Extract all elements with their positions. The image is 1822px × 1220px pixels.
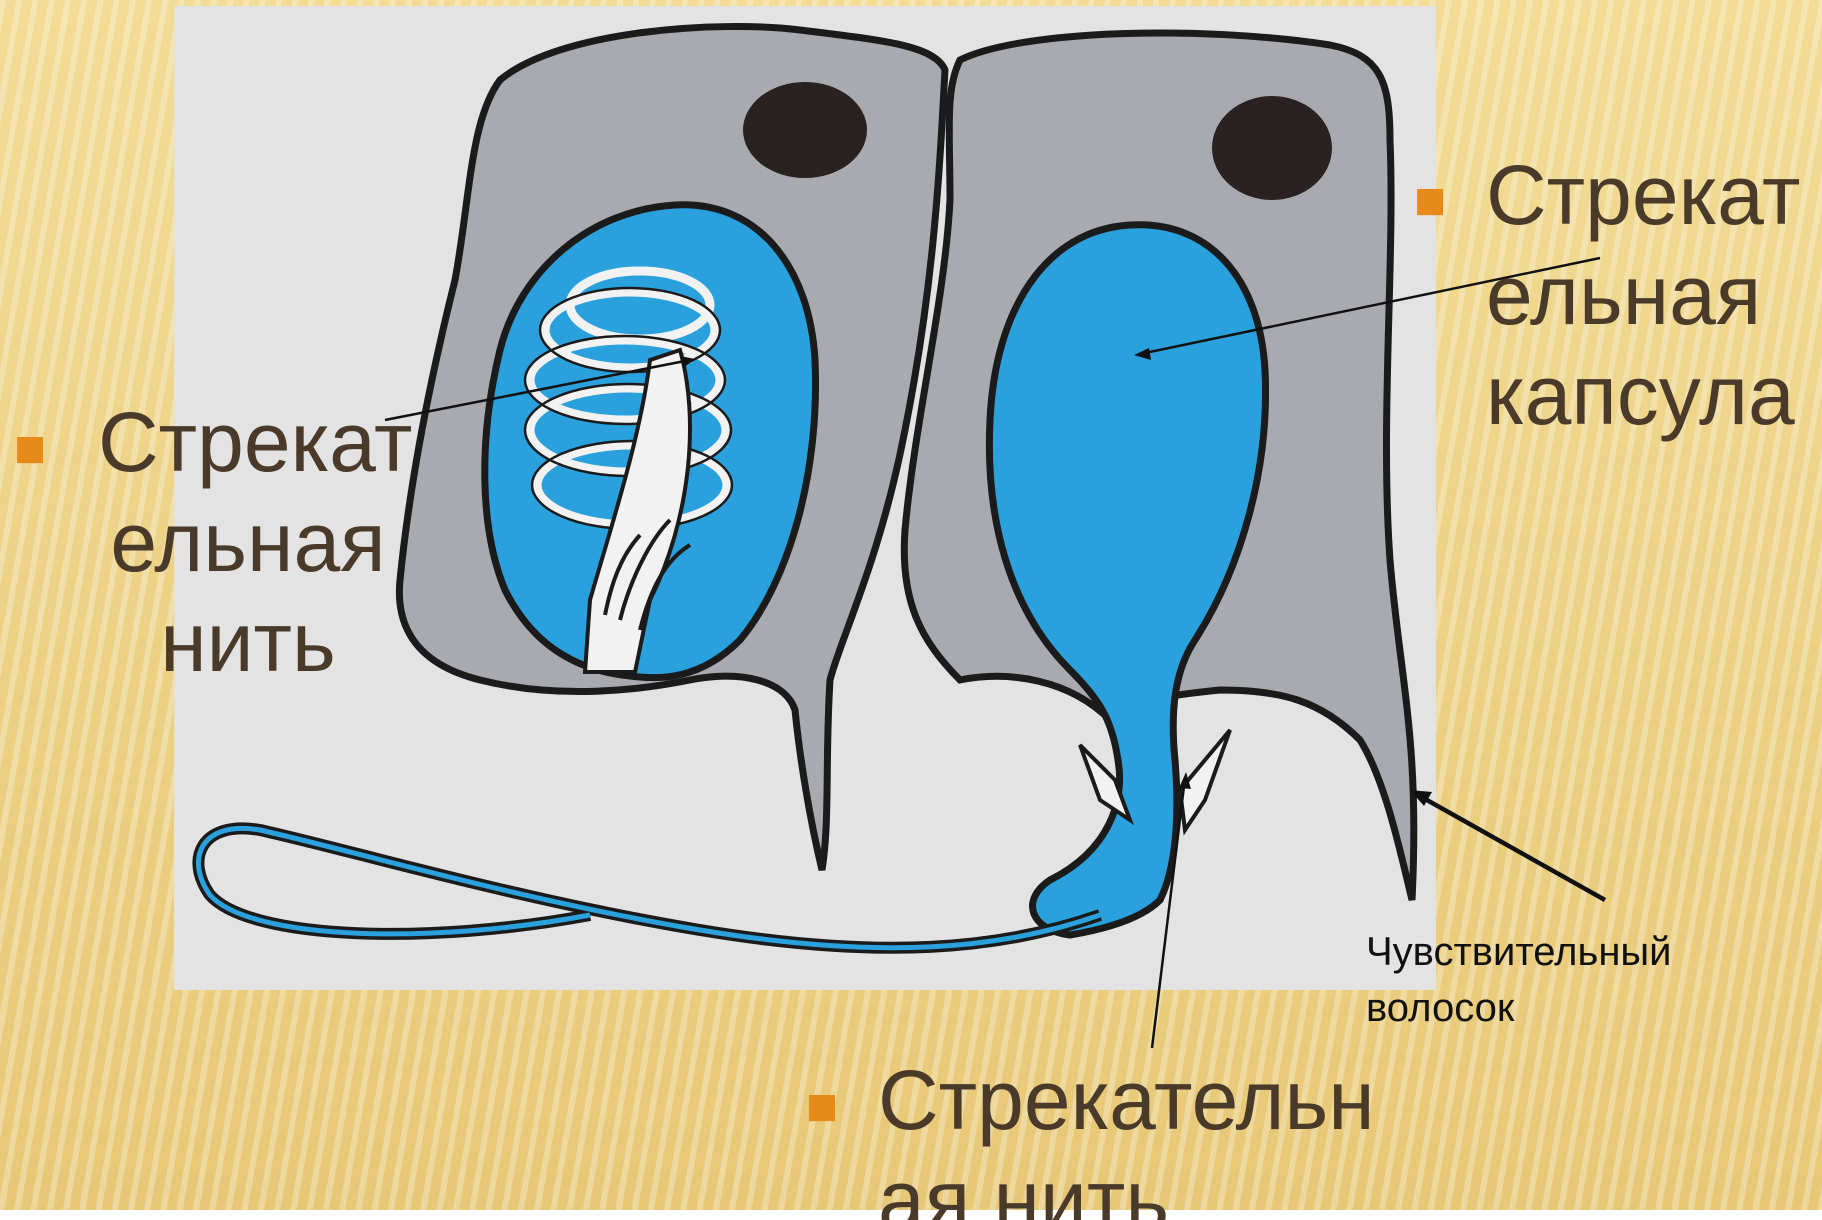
right-capsule <box>989 225 1265 935</box>
label-capsule-line2: ельная <box>1486 245 1801 345</box>
label-thread-bottom-line1: Стрекательн <box>878 1050 1375 1150</box>
square-bullet-icon: ■ <box>14 428 46 468</box>
label-capsule-line1: Стрекат <box>1486 145 1801 245</box>
label-hair: Чувствительный волосок <box>1366 924 1672 1036</box>
left-nucleus <box>743 82 867 178</box>
right-nucleus <box>1212 96 1332 200</box>
label-thread-bottom: Стрекательн ая нить <box>878 1050 1375 1220</box>
label-thread-left: Стрекат ельная нить <box>88 392 408 692</box>
label-capsule-line3: капсула <box>1486 345 1801 445</box>
square-bullet-icon: ■ <box>1414 180 1446 220</box>
label-hair-line2: волосок <box>1366 980 1672 1036</box>
square-bullet-icon: ■ <box>806 1086 838 1126</box>
discharged-thread-core <box>198 828 1100 947</box>
label-thread-left-line3: нить <box>88 592 408 692</box>
label-thread-left-line2: ельная <box>88 492 408 592</box>
pointer-hair <box>1418 795 1605 900</box>
label-thread-left-line1: Стрекат <box>98 392 408 492</box>
label-hair-line1: Чувствительный <box>1366 924 1672 980</box>
label-capsule: Стрекат ельная капсула <box>1486 145 1801 445</box>
